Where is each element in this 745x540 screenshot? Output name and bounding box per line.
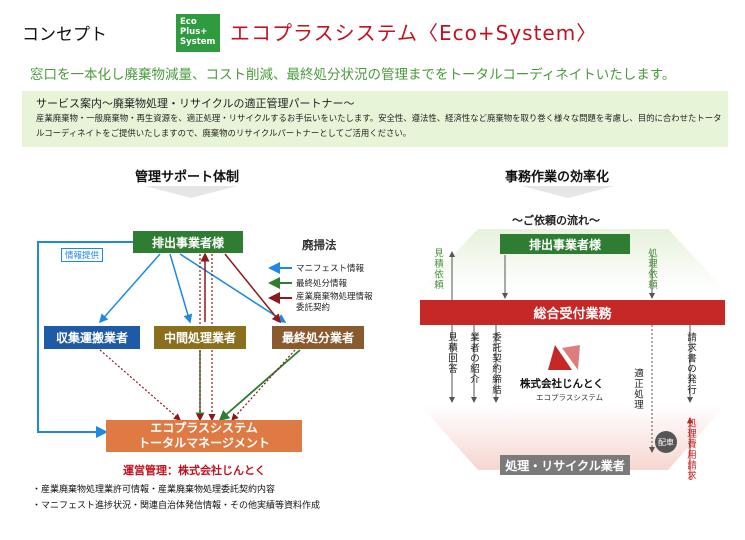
service-body: 産業廃棄物・一般廃棄物・再生資源を、適正処理・リサイクルするお手伝いをいたします… [36,113,722,138]
reception-bar: 総合受付業務 [420,300,725,325]
dispatch-bubble: 配車 [655,431,677,453]
left-chevron [145,186,237,198]
intermediate-box: 中間処理業者 [154,326,246,349]
service-box [22,91,728,147]
label-contract: 委託契約締結 [490,332,501,395]
eco-plus-system-logo: Eco Plus+ System [176,14,220,52]
processor-box: 処理・リサイクル業者 [500,455,630,475]
operator-label: 運営管理：株式会社じんとく [123,464,266,477]
legend-contract: 産業廃棄物処理情報 委託契約 [296,292,373,313]
label-invoice: 請求書の発行 [685,332,696,395]
label-estimate-reply: 見積回答 [446,332,457,374]
service-title: サービス案内〜廃棄物処理・リサイクルの適正管理パートナー〜 [36,97,355,110]
flow-subtitle: 〜ご依頼の流れ〜 [512,214,600,227]
label-fee-claim: 処理費用請求 [685,418,696,481]
discharger-box-left: 排出事業者様 [133,231,243,253]
note-2: ・マニフェスト進捗状況・関連自治体発信情報・その他実績等資料作成 [32,501,321,511]
left-panel-title: 管理サポート体制 [135,170,240,185]
note-1: ・産業廃棄物処理業許可情報・産業廃棄物処理委託契約内容 [32,485,276,495]
logo-line-2: Plus+ [180,27,208,37]
label-vendor-intro: 業者の紹介 [468,332,479,385]
label-proper-process: 適正処理 [632,368,643,410]
management-line-1: エコプラスシステム [150,421,258,435]
discharger-box-right: 排出事業者様 [500,234,630,254]
label-estimate-request: 見積依頼 [432,248,443,290]
company-subtitle: エコプラスシステム [536,393,604,402]
final-disposal-box: 最終処分業者 [272,326,364,349]
company-name: 株式会社じんとく [520,378,604,390]
tagline: 窓口を一本化し廃棄物減量、コスト削減、最終処分状況の管理までをトータルコーディネ… [30,67,676,83]
logo-line-1: Eco [180,17,197,27]
legend-final-disposal: 最終処分情報 [296,279,348,289]
concept-label: コンセプト [22,25,107,45]
page-title: エコプラスシステム〈Eco+System〉 [230,21,598,45]
law-label: 廃掃法 [302,238,337,252]
label-process-request: 処理依頼 [646,248,657,290]
right-panel-title: 事務作業の効率化 [505,170,610,185]
collector-box: 収集運搬業者 [44,326,140,349]
right-chevron [522,186,614,198]
legend-manifest: マニフェスト情報 [296,264,365,274]
total-management-box: エコプラスシステム トータルマネージメント [106,420,302,452]
info-provision-tag: 情報提供 [61,248,104,262]
management-line-2: トータルマネージメント [138,436,270,450]
logo-line-3: System [180,37,216,47]
